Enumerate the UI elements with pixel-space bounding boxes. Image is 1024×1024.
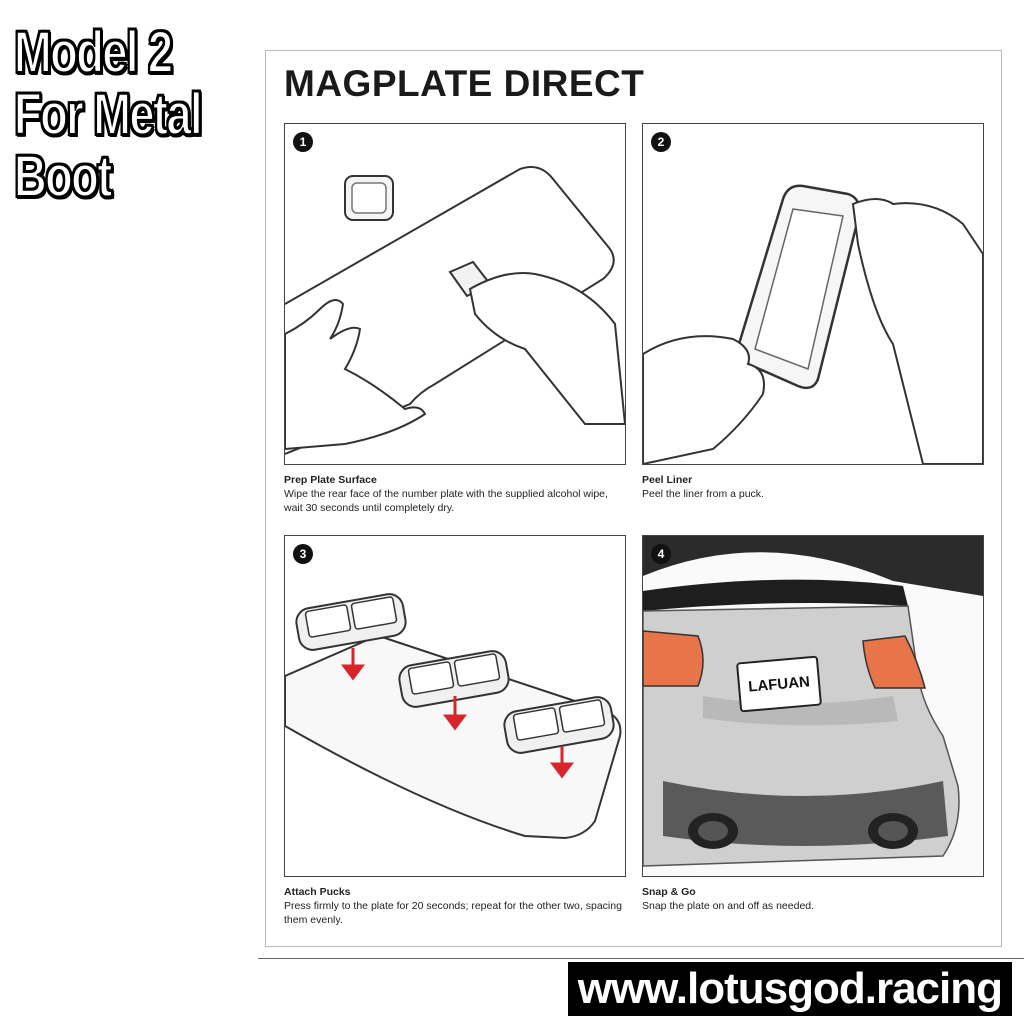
right-hand-icon: [468, 272, 625, 425]
step-2-number: 2: [651, 132, 671, 152]
puck-pair-1: [295, 593, 407, 651]
step-3-text: Press firmly to the plate for 20 seconds…: [284, 900, 622, 926]
step-1-number: 1: [293, 132, 313, 152]
number-plate-icon: [736, 655, 822, 713]
left-hand-icon: [285, 299, 427, 451]
step-1-illustration: [285, 166, 625, 455]
step-3-illustration: [285, 593, 622, 840]
spoiler-icon: [643, 579, 908, 611]
step-3-title: Attach Pucks: [284, 886, 351, 898]
step-4-illustration: LAFUAN: [643, 536, 983, 876]
website-url[interactable]: www.lotusgod.racing: [567, 962, 1012, 1016]
puck-pair-2: [398, 650, 510, 708]
upper-hand-icon: [851, 198, 983, 464]
step-1-title: Prep Plate Surface: [284, 474, 377, 486]
step-4-title: Snap & Go: [642, 886, 696, 898]
left-taillight-icon: [643, 630, 704, 687]
step-4-panel: 4 LAFUAN: [642, 535, 984, 877]
step-3-caption: Attach Pucks Press firmly to the plate f…: [284, 885, 629, 927]
down-arrow-icons: [341, 648, 574, 779]
step-2-panel: 2: [642, 123, 984, 465]
step-3-panel: 3: [284, 535, 626, 877]
right-taillight-icon: [862, 635, 926, 689]
step-2-caption: Peel Liner Peel the liner from a puck.: [642, 473, 987, 501]
footer-divider: [258, 958, 1024, 959]
step-4-caption: Snap & Go Snap the plate on and off as n…: [642, 885, 987, 913]
lower-hand-icon: [643, 335, 765, 464]
step-4-number: 4: [651, 544, 671, 564]
puck-pair-3: [503, 696, 615, 754]
overlay-title: Model 2 For Metal Boot: [13, 20, 203, 209]
step-3-number: 3: [293, 544, 313, 564]
overlay-title-line3: Boot: [13, 144, 113, 209]
step-1-caption: Prep Plate Surface Wipe the rear face of…: [284, 473, 629, 515]
step-1-text: Wipe the rear face of the number plate w…: [284, 488, 608, 514]
instruction-sheet: MAGPLATE DIRECT 1 Prep Plate Surface Wip…: [265, 50, 1002, 947]
step-2-illustration: [643, 184, 983, 464]
step-2-text: Peel the liner from a puck.: [642, 488, 764, 500]
overlay-title-line2: For Metal: [13, 82, 203, 147]
sheet-heading: MAGPLATE DIRECT: [284, 63, 645, 104]
step-2-title: Peel Liner: [642, 474, 693, 486]
step-4-text: Snap the plate on and off as needed.: [642, 900, 815, 912]
overlay-title-line1: Model 2: [13, 20, 174, 85]
plate-text: LAFUAN: [748, 673, 811, 695]
step-1-panel: 1: [284, 123, 626, 465]
